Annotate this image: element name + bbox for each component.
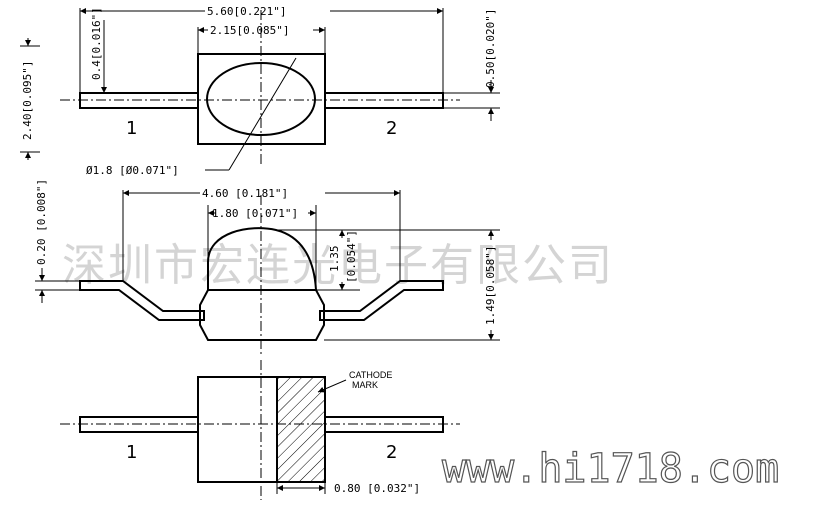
top-view: 5.60[0.221"] 2.15[0.085"] 0.4[0.016"] 2.… xyxy=(20,5,500,177)
side-lead-left xyxy=(79,280,205,321)
dim-total-height: 1.49[0.058"] xyxy=(484,246,497,325)
side-body xyxy=(199,289,325,341)
top-pin-1-label: 1 xyxy=(126,118,137,139)
dim-lead-offset: 0.20 [0.008"] xyxy=(35,179,48,265)
watermark-company: 深圳市宏连光电子有限公司 xyxy=(62,240,614,291)
dim-dome-height: 1.35 xyxy=(328,246,341,273)
side-view: 4.60 [0.181"] 1.80 [0.071"] 1.35 [0.054"… xyxy=(35,179,500,355)
bottom-pin-2-label: 2 xyxy=(386,442,397,463)
top-lens xyxy=(206,62,316,136)
dim-body-height: 2.40[0.095"] xyxy=(21,61,34,140)
dim-lens-diameter: Ø1.8 [Ø0.071"] xyxy=(86,164,179,177)
side-dome xyxy=(207,227,317,291)
side-lead-right xyxy=(319,280,444,321)
dim-lead-thickness: 0.4[0.016"] xyxy=(90,7,103,80)
cathode-note-line1: CATHODE xyxy=(349,370,392,380)
bottom-view: CATHODE MARK 0.80 [0.032"] 1 2 xyxy=(60,360,460,500)
top-pin-2-label: 2 xyxy=(386,118,397,139)
cathode-note-line2: MARK xyxy=(352,380,378,390)
dim-lead-width: 0.50[0.020"] xyxy=(484,9,497,88)
cathode-mark xyxy=(276,376,326,483)
dim-dome-width: 1.80 [0.071"] xyxy=(212,207,298,220)
watermark-site: www.hi1718.com xyxy=(442,446,779,492)
dim-cathode-width: 0.80 [0.032"] xyxy=(334,482,420,495)
dim-body-width: 2.15[0.085"] xyxy=(210,24,289,37)
dim-overall-width: 5.60[0.221"] xyxy=(207,5,286,18)
dim-lead-span: 4.60 [0.181"] xyxy=(202,187,288,200)
bottom-pin-1-label: 1 xyxy=(126,442,137,463)
dim-dome-height-in: [0.054"] xyxy=(345,230,358,283)
